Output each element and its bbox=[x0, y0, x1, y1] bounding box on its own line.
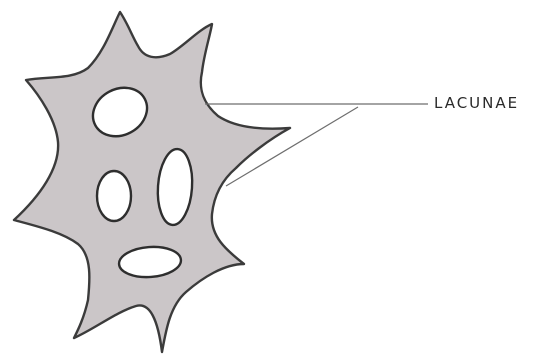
cell-body bbox=[14, 12, 290, 352]
lacunae-label: LACUNAE bbox=[434, 94, 519, 112]
lacuna-left bbox=[97, 171, 131, 221]
